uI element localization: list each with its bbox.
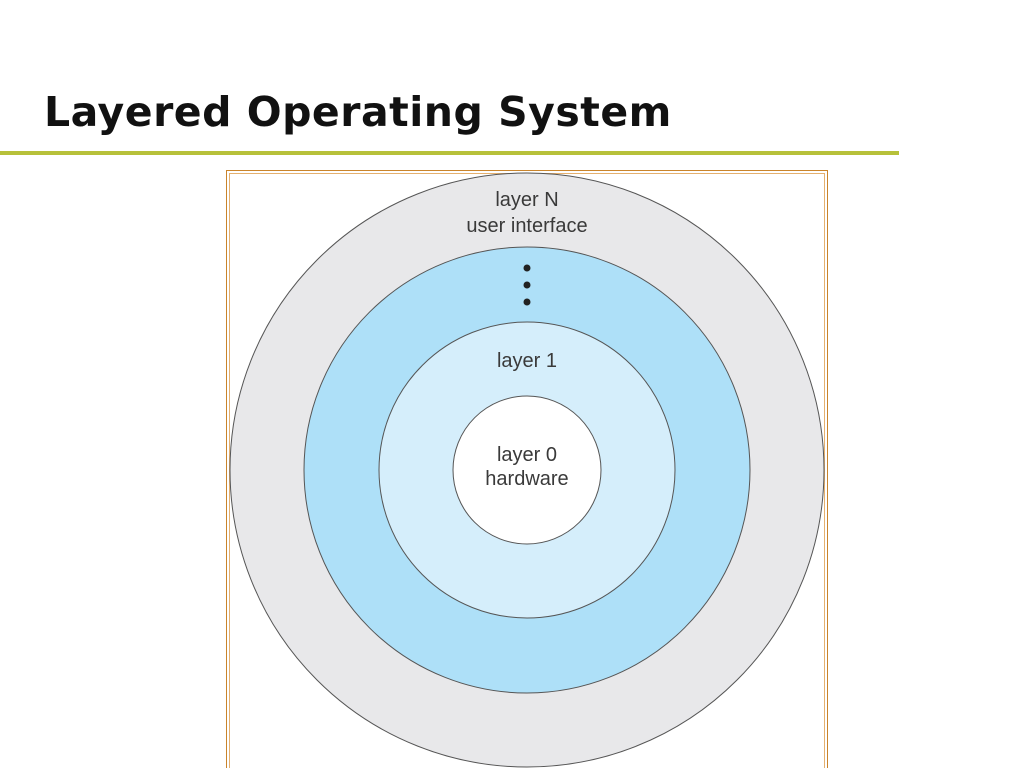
layer-n-description: user interface [466, 215, 587, 237]
layer-0-name: layer 0 [497, 444, 557, 466]
layer-n-name: layer N [495, 189, 558, 211]
title-underline [0, 151, 899, 155]
layer-0-description: hardware [485, 468, 568, 490]
vertical-ellipsis-icon [523, 264, 531, 306]
layer-0-core [452, 395, 602, 545]
layer-1-name: layer 1 [497, 350, 557, 372]
slide-title: Layered Operating System [44, 88, 672, 136]
